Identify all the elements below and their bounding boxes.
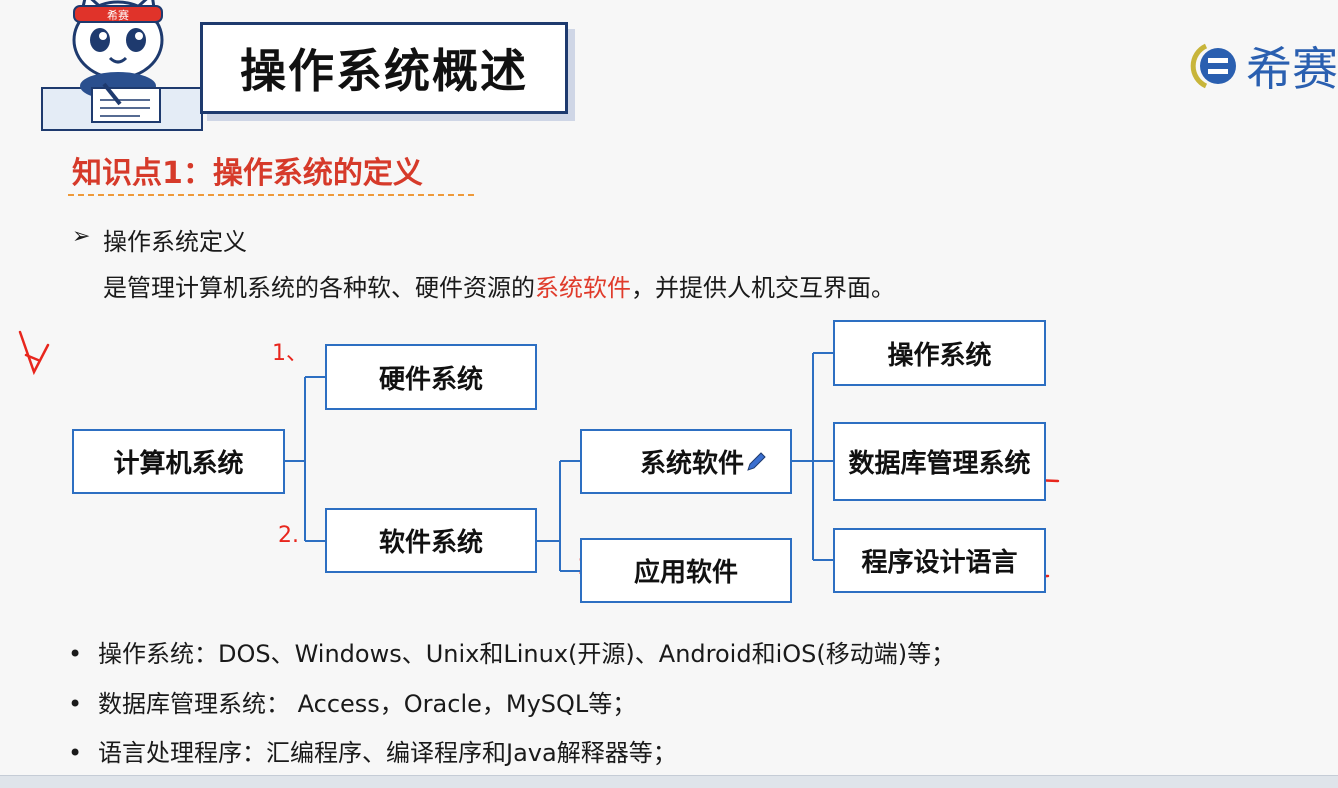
bottom-scroll-bar[interactable] <box>0 775 1338 788</box>
computer-system-label: 计算机系统 <box>113 449 244 479</box>
software-system-box: 软件系统 <box>325 508 537 573</box>
mascot-cat-illustration: 希赛 <box>41 0 203 131</box>
os-label: 操作系统 <box>887 340 992 371</box>
programming-language-box: 程序设计语言 <box>833 528 1046 593</box>
application-software-box: 应用软件 <box>580 538 792 603</box>
brand-logo: 希赛 <box>1188 36 1338 96</box>
arrow-bullet-icon: ➢ <box>72 224 91 249</box>
page-title: 操作系统概述 <box>240 44 528 98</box>
system-software-label: 系统软件 <box>639 449 744 479</box>
dbms-box: 数据库管理系统 <box>833 422 1046 501</box>
pen-cursor-icon <box>747 451 766 471</box>
system-software-box: 系统软件 <box>580 429 792 494</box>
mascot-badge-text: 希赛 <box>107 8 129 22</box>
definition-text: 是管理计算机系统的各种软、硬件资源的系统软件，并提供人机交互界面。 <box>103 268 895 303</box>
knowledge-point-title: 知识点1：操作系统的定义 <box>72 156 423 191</box>
list-item: • 语言处理程序：汇编程序、编译程序和Java解释器等； <box>68 733 677 768</box>
computer-system-box: 计算机系统 <box>72 429 285 494</box>
knowledge-point-underline <box>68 194 474 196</box>
hardware-system-label: 硬件系统 <box>378 364 483 395</box>
list-item-text: 数据库管理系统： Access，Oracle，MySQL等； <box>98 690 637 718</box>
title-banner: 操作系统概述 <box>200 22 568 114</box>
hardware-system-box: 硬件系统 <box>325 344 537 410</box>
definition-text-end: ，并提供人机交互界面。 <box>631 274 895 302</box>
definition-highlight: 系统软件 <box>535 274 631 302</box>
definition-heading: 操作系统定义 <box>103 228 247 256</box>
list-item: • 数据库管理系统： Access，Oracle，MySQL等； <box>68 684 636 719</box>
brand-logo-text: 希赛 <box>1246 42 1338 96</box>
list-item: • 操作系统：DOS、Windows、Unix和Linux(开源)、Android… <box>68 634 955 669</box>
definition-text-start: 是管理计算机系统的各种软、硬件资源的 <box>103 274 535 302</box>
bullet-dot-icon: • <box>68 739 83 767</box>
tree-connector-lines <box>285 352 833 572</box>
dbms-label: 数据库管理系统 <box>848 449 1031 479</box>
programming-language-label: 程序设计语言 <box>861 548 1018 578</box>
bullet-dot-icon: • <box>68 690 83 718</box>
annotation-number-one: 1、 <box>272 341 308 366</box>
bullet-dot-icon: • <box>68 640 83 668</box>
brand-logo-icon <box>1190 43 1236 89</box>
annotation-number-two: 2. <box>278 523 299 548</box>
os-box: 操作系统 <box>833 320 1046 386</box>
software-system-label: 软件系统 <box>378 528 483 558</box>
application-software-label: 应用软件 <box>633 558 738 588</box>
list-item-text: 操作系统：DOS、Windows、Unix和Linux(开源)、Android和… <box>98 640 956 668</box>
list-item-text: 语言处理程序：汇编程序、编译程序和Java解释器等； <box>98 739 677 767</box>
